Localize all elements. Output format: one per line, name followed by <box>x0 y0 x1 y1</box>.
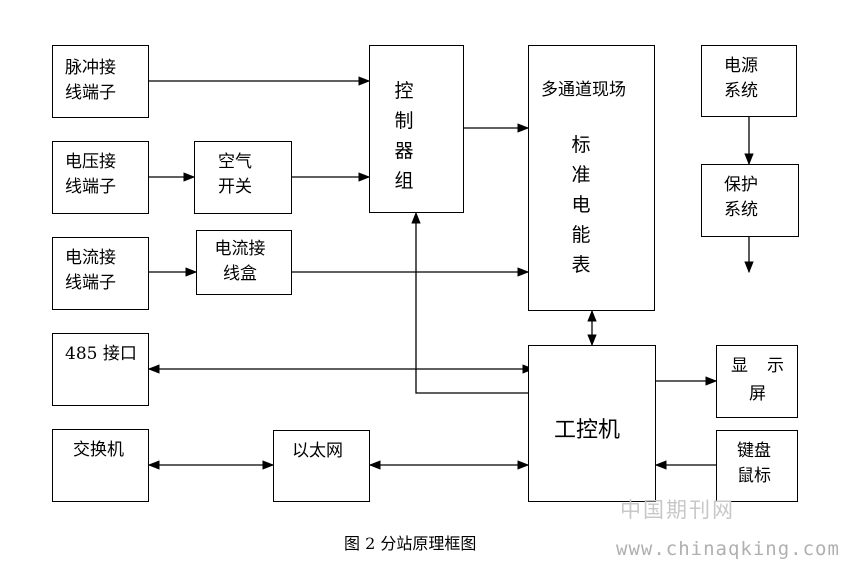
pulse-terminal-box: 脉冲接线端子 <box>52 45 149 118</box>
display-screen-label-1: 显 <box>731 356 748 376</box>
keyboard-mouse-label: 键盘鼠标 <box>737 441 771 486</box>
protection-system-label: 保护系统 <box>724 175 758 220</box>
voltage-terminal-box: 电压接线端子 <box>52 141 149 214</box>
air-switch-label: 空气开关 <box>218 152 252 197</box>
rs485-interface-box: 485 接口 <box>52 333 149 406</box>
ethernet-label: 以太网 <box>292 441 343 461</box>
current-junction-label: 电流接线盒 <box>214 239 266 284</box>
display-screen-label-3: 屏 <box>749 384 766 404</box>
power-system-label: 电源系统 <box>724 56 758 101</box>
network-switch-label: 交换机 <box>73 440 124 460</box>
current-terminal-label: 电流接线端子 <box>65 248 116 293</box>
arrow-ipc-to-controller <box>411 211 528 394</box>
current-junction-box: 电流接线盒 <box>196 230 292 295</box>
keyboard-mouse-box: 键盘鼠标 <box>716 430 798 502</box>
standard-meter-label: 标准电能表 <box>571 134 591 276</box>
controller-group-label: 控制器组 <box>394 80 414 192</box>
power-system-box: 电源系统 <box>701 45 797 117</box>
standard-meter-title: 多通道现场 <box>541 80 626 100</box>
ethernet-box: 以太网 <box>273 430 370 502</box>
voltage-terminal-label: 电压接线端子 <box>65 152 116 197</box>
figure-caption: 图 2 分站原理框图 <box>344 534 477 553</box>
industrial-pc-box: 工控机 <box>528 345 656 502</box>
protection-system-box: 保护系统 <box>701 164 799 237</box>
controller-group-box: 控制器组 <box>369 45 464 213</box>
standard-meter-box: 多通道现场 标准电能表 <box>528 45 655 311</box>
pulse-terminal-label: 脉冲接线端子 <box>65 58 116 103</box>
display-screen-label-2: 示 <box>767 356 784 376</box>
network-switch-box: 交换机 <box>52 429 149 502</box>
display-screen-box: 显 示 屏 <box>716 345 798 418</box>
watermark-url: www.chinaqking.com <box>616 538 840 560</box>
rs485-interface-label: 485 接口 <box>65 344 137 364</box>
watermark-cn: 中国期刊网 <box>620 498 735 522</box>
industrial-pc-label: 工控机 <box>554 418 621 443</box>
air-switch-box: 空气开关 <box>194 141 292 214</box>
current-terminal-box: 电流接线端子 <box>52 237 149 310</box>
